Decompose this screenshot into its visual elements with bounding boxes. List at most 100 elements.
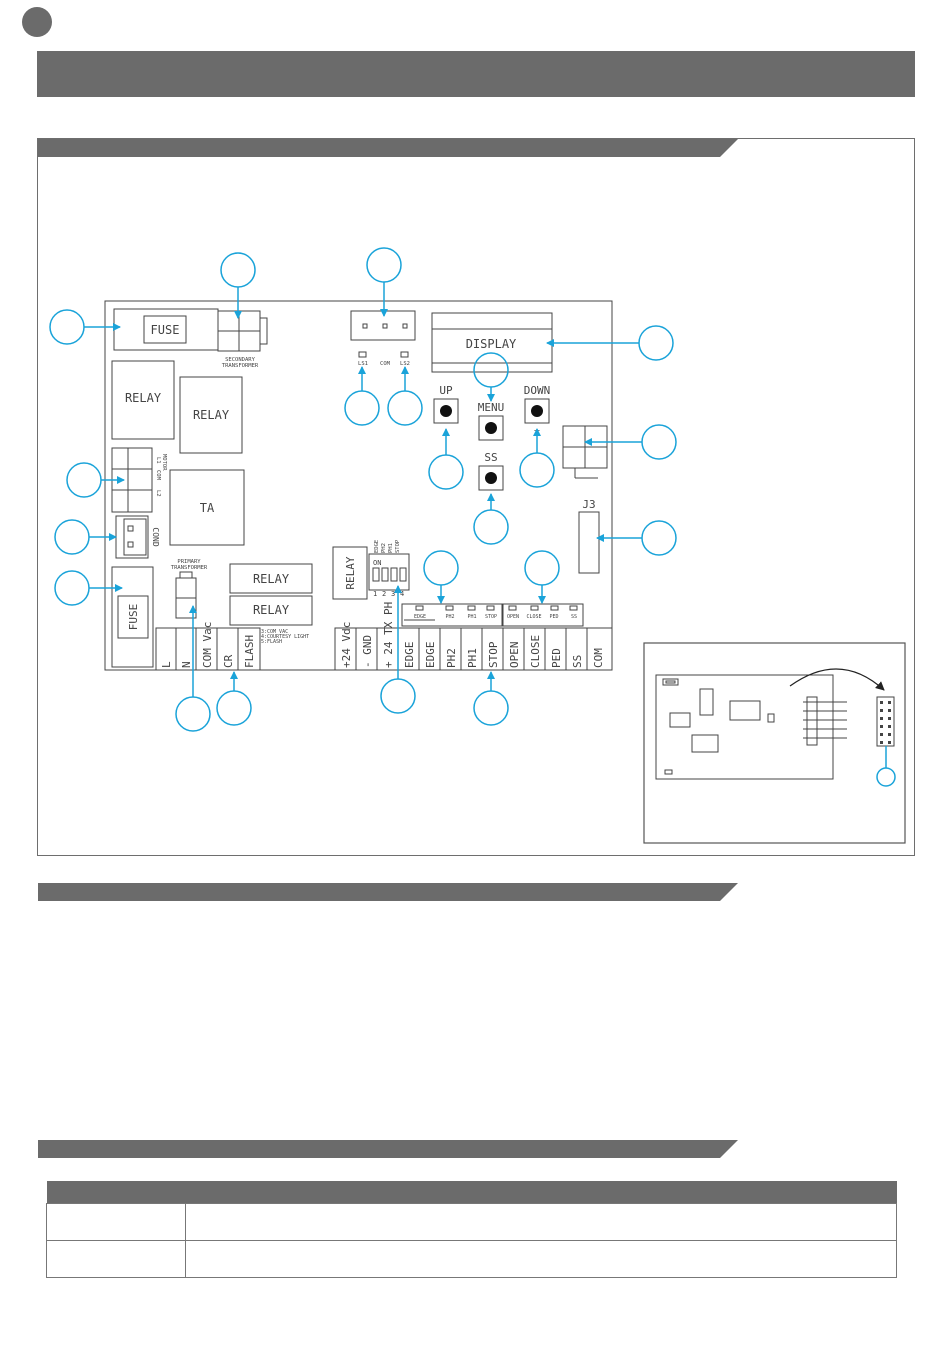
dip-num-1: 1 — [373, 590, 377, 598]
primary-transformer-label-1: PRIMARY — [177, 559, 201, 565]
up-button-dot — [440, 405, 452, 417]
ta-label: TA — [200, 501, 215, 515]
callout-led-left — [423, 550, 459, 586]
terminal-close: CLOSE — [529, 635, 542, 668]
relay-5-label: RELAY — [344, 556, 357, 589]
led-label-ss: SS — [571, 614, 577, 620]
callout-fuse-bottom — [54, 570, 90, 606]
fuse-bottom-holder — [111, 566, 154, 668]
terminal-l: L — [160, 661, 173, 668]
secondary-transformer-label-1: SECONDARY — [225, 357, 255, 363]
table-cell — [185, 1203, 897, 1241]
led-label-ped: PED — [549, 614, 558, 620]
dip-switch — [368, 553, 410, 591]
secondary-transformer-label-2: TRANSFORMER — [222, 363, 259, 369]
up-button — [433, 398, 459, 424]
relay-2 — [179, 376, 243, 454]
j3-label: J3 — [582, 498, 595, 511]
flash-note-1: 3:COM VAC — [261, 629, 288, 635]
j3-connector — [578, 511, 600, 574]
motor-motor-label: MOTOR — [161, 454, 167, 471]
callout-stop — [473, 690, 509, 726]
relay-3-label: RELAY — [253, 572, 290, 586]
up-label: UP — [439, 384, 453, 397]
dip-label-ph1: PH1 — [388, 543, 394, 553]
led-label-ph1: PH1 — [467, 614, 476, 620]
dip-num-4: 4 — [400, 590, 404, 598]
menu-button — [478, 415, 504, 441]
table-cell — [46, 1240, 186, 1278]
callout-ss — [473, 509, 509, 545]
callout-j3 — [641, 520, 677, 556]
dip-label-stop: STOP — [395, 539, 401, 553]
terminal-gnd: - GND — [361, 635, 374, 668]
com-label: COM — [380, 361, 391, 367]
down-button — [524, 398, 550, 424]
terminal-edge-2: EDGE — [424, 642, 437, 669]
down-label: DOWN — [524, 384, 551, 397]
callout-menu — [473, 352, 509, 388]
dip-num-2: 2 — [382, 590, 386, 598]
callout-motor — [66, 462, 102, 498]
table-header-row — [46, 1181, 897, 1204]
fuse-top — [143, 315, 187, 344]
led-label-close: CLOSE — [526, 614, 541, 620]
callout-led-right — [524, 550, 560, 586]
dip-label-ph2: PH2 — [381, 543, 387, 553]
dip-on-label: ON — [373, 559, 381, 567]
relay-2-label: RELAY — [193, 408, 230, 422]
terminal-com: COM — [592, 648, 605, 668]
flash-note-3: 5:FLASH — [261, 639, 282, 645]
led-row-left — [401, 603, 503, 627]
ta-block — [169, 469, 245, 546]
table-cell — [185, 1240, 897, 1278]
ss-button — [478, 465, 504, 491]
dip-label-edge: EDGE — [374, 540, 380, 553]
led-row-right — [502, 603, 584, 627]
led-label-edge: EDGE — [414, 614, 426, 620]
fuse-top-label: FUSE — [151, 323, 180, 337]
terminal-24tx-ph: + 24 TX PH — [382, 602, 395, 668]
callout-secondary-transformer — [220, 252, 256, 288]
motor-l1-label: L1 — [155, 457, 161, 464]
callout-limit-switch — [366, 247, 402, 283]
callout-ls2 — [387, 390, 423, 426]
table-row — [46, 1240, 897, 1278]
primary-transformer-label-2: TRANSFORMER — [171, 565, 208, 571]
led-label-stop: STOP — [485, 614, 497, 620]
callout-right-connector — [641, 424, 677, 460]
terminal-flash: FLASH — [243, 635, 256, 668]
cond-connector — [115, 515, 149, 559]
relay-1 — [111, 360, 175, 440]
terminal-ph1: PH1 — [466, 648, 479, 668]
terminal-open: OPEN — [508, 642, 521, 669]
inset-panel — [643, 642, 906, 844]
led-label-open: OPEN — [507, 614, 519, 620]
table-header-cell — [185, 1181, 897, 1204]
menu-label: MENU — [478, 401, 505, 414]
callout-module-socket — [876, 767, 896, 787]
callout-dip-switch — [380, 678, 416, 714]
dip-num-3: 3 — [391, 590, 395, 598]
ss-button-dot — [485, 472, 497, 484]
relay-1-label: RELAY — [125, 391, 162, 405]
page-header-bar — [37, 51, 915, 97]
ls2-label: LS2 — [400, 361, 410, 367]
terminal-ped: PED — [550, 648, 563, 668]
callout-cr — [216, 690, 252, 726]
flash-note-2: 4:COURTESY LIGHT — [261, 634, 309, 640]
table-cell — [46, 1203, 186, 1241]
page-marker — [22, 7, 52, 37]
terminal-cr: CR — [222, 654, 235, 668]
callout-fuse-top — [49, 309, 85, 345]
terminal-com-vac: COM Vac — [201, 622, 214, 668]
fuse-bottom — [117, 595, 149, 639]
terminal-24vdc: +24 Vdc — [340, 622, 353, 668]
terminal-edge-1: EDGE — [403, 642, 416, 669]
motor-com-label: COM — [155, 470, 161, 481]
motor-l2-label: L2 — [155, 490, 161, 497]
relay-4-label: RELAY — [253, 603, 290, 617]
terminal-block-right — [334, 627, 613, 671]
cond-label: COND — [151, 527, 160, 546]
